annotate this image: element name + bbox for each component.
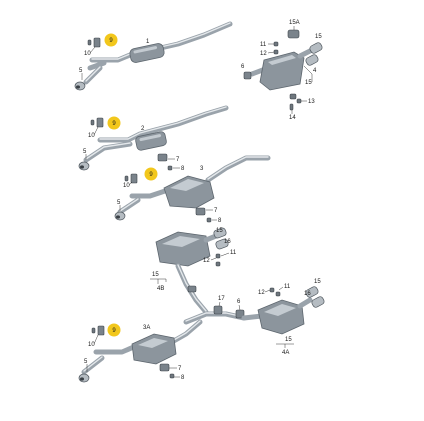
clamp-17 — [213, 305, 223, 315]
callout-8: 8 — [181, 375, 185, 381]
callout-12: 12 — [258, 290, 265, 296]
clamp-1 — [93, 37, 101, 48]
callout-15: 15 — [305, 80, 312, 86]
callout-7: 7 — [178, 366, 182, 372]
tailpipe-tip-8 — [305, 286, 319, 298]
callout-10: 10 — [88, 342, 95, 348]
callout-10: 10 — [88, 133, 95, 139]
callout-7: 7 — [176, 157, 180, 163]
clamp-2 — [157, 153, 168, 162]
callout-6: 6 — [237, 299, 241, 305]
assembly-rear-silencer-top — [243, 29, 323, 111]
callout-15: 15 — [152, 272, 159, 278]
callout-9: 9 — [112, 121, 116, 127]
callout-9: 9 — [112, 328, 116, 334]
callouts-assembly-3: 3 9 10 5 7 8 — [117, 166, 222, 224]
highlight-badge-9 — [107, 116, 121, 130]
clamp-6 — [243, 71, 252, 80]
callouts-rear-silencer-top: 15A 11 12 6 15 4 15 13 14 — [241, 20, 322, 121]
callout-1: 1 — [146, 39, 150, 45]
callouts-assembly-2: 9 10 5 2 7 8 — [83, 116, 185, 172]
tailpipe-tip-6 — [213, 227, 227, 239]
callout-8: 8 — [181, 166, 185, 172]
callout-15: 15 — [216, 228, 223, 234]
assembly-2-front-silencer — [78, 105, 229, 171]
highlight-badge-9 — [144, 167, 158, 181]
assembly-3-rear-silencer — [114, 155, 271, 223]
assembly-1-front-silencer — [74, 21, 233, 91]
callout-2: 2 — [141, 126, 145, 132]
center-connecting-pipe — [183, 305, 247, 325]
callout-4B: 4B — [157, 286, 164, 292]
callout-9: 9 — [149, 172, 153, 178]
clamp-15a — [287, 29, 300, 39]
callouts-assembly-3a: 9 3A 10 5 7 8 — [84, 323, 185, 381]
callout-3A: 3A — [143, 325, 150, 331]
callout-8: 8 — [218, 218, 222, 224]
callout-7: 7 — [214, 208, 218, 214]
callout-4A: 4A — [282, 350, 289, 356]
tailpipe-tip-3 — [305, 54, 319, 66]
callout-15: 15 — [315, 34, 322, 40]
rear-silencer-1 — [259, 51, 305, 91]
tailpipe-tip-2 — [309, 42, 323, 54]
callout-10: 10 — [84, 51, 91, 57]
callout-5: 5 — [117, 200, 121, 206]
callout-14: 14 — [289, 115, 296, 121]
callout-6: 6 — [241, 64, 245, 70]
tailpipe-tip-7 — [215, 238, 229, 250]
callout-17: 17 — [218, 296, 225, 302]
highlight-badge-9 — [104, 33, 118, 47]
callout-11: 11 — [230, 250, 237, 256]
callout-11: 11 — [284, 284, 291, 290]
callouts-center: 17 6 — [218, 296, 241, 311]
callouts-assembly-1: 9 10 5 1 — [79, 33, 150, 80]
callout-3: 3 — [200, 166, 204, 172]
callout-5: 5 — [79, 68, 83, 74]
callout-15: 15 — [285, 337, 292, 343]
assembly-4b-rear-silencer — [155, 227, 229, 315]
tailpipe-tip-9 — [311, 296, 325, 308]
callout-9: 9 — [109, 38, 113, 44]
assembly-3a-front-silencer — [78, 319, 203, 383]
callout-5: 5 — [84, 359, 88, 365]
assembly-4a-rear-silencer — [241, 286, 325, 335]
callout-13: 13 — [308, 99, 315, 105]
highlight-badge-9 — [107, 323, 121, 337]
callout-15: 15 — [314, 279, 321, 285]
callout-16: 16 — [224, 239, 231, 245]
callout-15A: 15A — [289, 20, 300, 26]
callout-5: 5 — [83, 149, 87, 155]
callout-11: 11 — [260, 42, 267, 48]
callout-12: 12 — [203, 258, 210, 264]
callout-12: 12 — [260, 51, 267, 57]
callout-10: 10 — [123, 183, 130, 189]
callout-4: 4 — [313, 68, 317, 74]
callouts-assembly-4b: 15 16 12 11 15 4B — [150, 228, 237, 292]
callouts-assembly-4a: 12 11 15 16 15 4A — [258, 279, 321, 356]
callout-16: 16 — [304, 291, 311, 297]
